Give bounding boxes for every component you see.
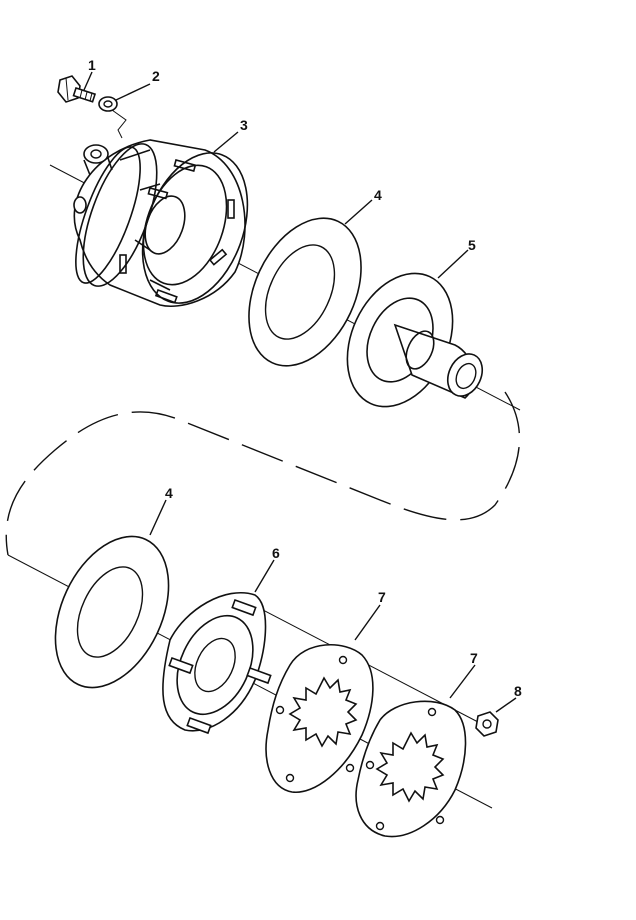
lock-washer-part [98, 96, 118, 112]
callout-4-upper: 4 [374, 187, 382, 203]
callout-2: 2 [152, 68, 160, 84]
hub-shaft-part [346, 272, 484, 408]
splined-plate-part-first [265, 644, 374, 793]
callout-8: 8 [514, 683, 522, 699]
callout-7-first: 7 [378, 589, 386, 605]
callout-6: 6 [272, 545, 280, 561]
callout-4-lower: 4 [165, 485, 173, 501]
clutch-drum-part [73, 139, 249, 307]
friction-disc-part-upper [248, 217, 362, 367]
splined-plate-part-second [355, 700, 467, 838]
bolt-part [57, 75, 97, 103]
friction-disc-part-lower [54, 535, 170, 689]
callout-3: 3 [240, 117, 248, 133]
callout-7-second: 7 [470, 650, 478, 666]
pressure-plate-part [162, 592, 272, 735]
leader-lines [83, 71, 517, 713]
callout-1: 1 [88, 57, 96, 73]
nut-part [475, 711, 499, 737]
dashed-connector [5, 391, 521, 556]
callout-5: 5 [468, 237, 476, 253]
